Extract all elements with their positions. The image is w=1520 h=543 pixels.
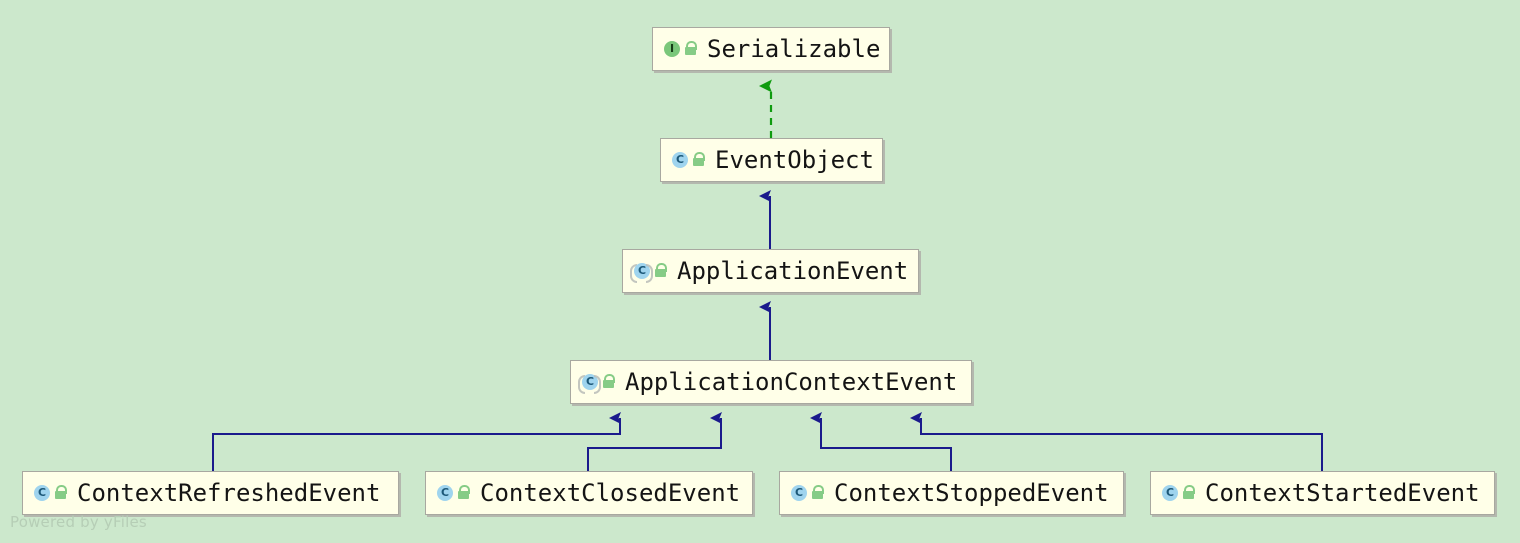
unlocked-padlock-icon	[54, 485, 68, 501]
class-node-application-event[interactable]: C ApplicationEvent	[622, 249, 919, 293]
unlocked-padlock-icon	[1182, 485, 1196, 501]
unlocked-padlock-icon	[684, 41, 698, 57]
class-icon: C	[1160, 484, 1179, 503]
watermark-label: Powered by yFiles	[10, 513, 147, 531]
class-node-label: ContextStartedEvent	[1205, 479, 1480, 507]
class-node-serializable[interactable]: I Serializable	[652, 27, 890, 71]
class-node-label: ApplicationContextEvent	[625, 368, 958, 396]
class-node-application-context-event[interactable]: C ApplicationContextEvent	[570, 360, 972, 404]
class-node-context-closed-event[interactable]: C ContextClosedEvent	[425, 471, 753, 515]
class-node-label: ContextStoppedEvent	[834, 479, 1109, 507]
abstract-class-icon: C	[630, 262, 653, 283]
unlocked-padlock-icon	[602, 374, 616, 390]
class-node-label: EventObject	[715, 146, 874, 174]
class-icon: C	[435, 484, 454, 503]
unlocked-padlock-icon	[692, 152, 706, 168]
interface-icon: I	[662, 40, 681, 59]
unlocked-padlock-icon	[457, 485, 471, 501]
class-icon: C	[32, 484, 51, 503]
abstract-class-icon: C	[578, 373, 601, 394]
class-node-event-object[interactable]: C EventObject	[660, 138, 883, 182]
unlocked-padlock-icon	[654, 263, 668, 279]
edge-context-refreshed-event-to-application-context-event	[212, 412, 621, 471]
class-node-context-started-event[interactable]: C ContextStartedEvent	[1150, 471, 1495, 515]
edge-context-started-event-to-application-context-event	[910, 412, 1323, 471]
class-icon: C	[670, 151, 689, 170]
class-node-context-refreshed-event[interactable]: C ContextRefreshedEvent	[22, 471, 399, 515]
class-node-label: ContextRefreshedEvent	[77, 479, 381, 507]
class-icon: C	[789, 484, 808, 503]
class-node-label: ContextClosedEvent	[480, 479, 741, 507]
edge-context-stopped-event-to-application-context-event	[810, 412, 952, 471]
unlocked-padlock-icon	[811, 485, 825, 501]
class-node-context-stopped-event[interactable]: C ContextStoppedEvent	[779, 471, 1124, 515]
edge-context-closed-event-to-application-context-event	[587, 412, 722, 471]
class-node-label: Serializable	[707, 35, 881, 63]
class-node-label: ApplicationEvent	[677, 257, 909, 285]
